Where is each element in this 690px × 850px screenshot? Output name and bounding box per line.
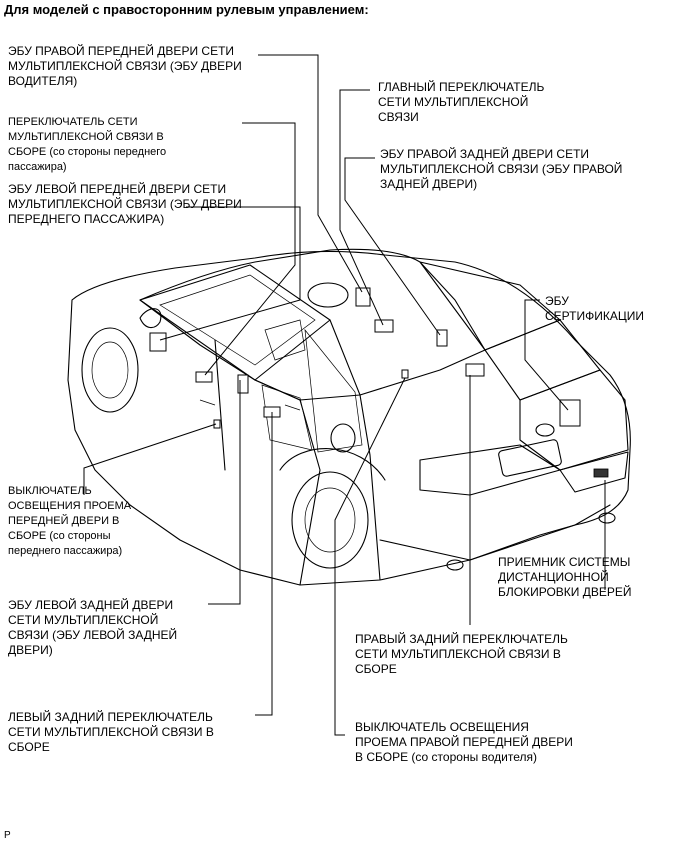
rr-door-ecu-part — [436, 329, 448, 347]
car-illustration — [67, 248, 631, 586]
rr-switch-part — [465, 363, 485, 377]
label-master-switch: ГЛАВНЫЙ ПЕРЕКЛЮЧАТЕЛЬ СЕТИ МУЛЬТИПЛЕКСНО… — [378, 80, 545, 124]
label-cert-ecu: ЭБУ СЕРТИФИКАЦИИ — [545, 294, 644, 323]
page-heading: Для моделей с правосторонним рулевым упр… — [4, 2, 369, 17]
passenger-switch-part — [195, 371, 213, 383]
rf-courtesy-switch-part — [401, 369, 409, 379]
receiver-part — [593, 468, 609, 478]
corner-mark: P — [4, 830, 11, 841]
label-rf-courtesy-switch: ВЫКЛЮЧАТЕЛЬ ОСВЕЩЕНИЯ ПРОЕМА ПРАВОЙ ПЕРЕ… — [355, 720, 573, 764]
label-receiver: ПРИЕМНИК СИСТЕМЫ ДИСТАНЦИОННОЙ БЛОКИРОВК… — [498, 555, 632, 599]
master-switch-part — [374, 319, 394, 333]
label-lr-door-ecu: ЭБУ ЛЕВОЙ ЗАДНЕЙ ДВЕРИ СЕТИ МУЛЬТИПЛЕКСН… — [8, 598, 178, 657]
leader-lines — [83, 54, 606, 736]
label-rr-door-ecu: ЭБУ ПРАВОЙ ЗАДНЕЙ ДВЕРИ СЕТИ МУЛЬТИПЛЕКС… — [380, 147, 623, 191]
component-parts — [149, 287, 609, 478]
label-passenger-switch: ПЕРЕКЛЮЧАТЕЛЬ СЕТИ МУЛЬТИПЛЕКСНОЙ СВЯЗИ … — [8, 116, 167, 173]
label-rr-switch: ПРАВЫЙ ЗАДНИЙ ПЕРЕКЛЮЧАТЕЛЬ СЕТИ МУЛЬТИП… — [355, 632, 568, 676]
lf-door-ecu-part — [149, 332, 167, 352]
lr-door-ecu-part — [237, 374, 249, 394]
lf-courtesy-switch-part — [213, 419, 221, 429]
label-rf-door-ecu: ЭБУ ПРАВОЙ ПЕРЕДНЕЙ ДВЕРИ СЕТИ МУЛЬТИПЛЕ… — [8, 44, 242, 88]
label-lr-switch: ЛЕВЫЙ ЗАДНИЙ ПЕРЕКЛЮЧАТЕЛЬ СЕТИ МУЛЬТИПЛ… — [8, 710, 214, 754]
label-lf-courtesy-switch: ВЫКЛЮЧАТЕЛЬ ОСВЕЩЕНИЯ ПРОЕМА ПЕРЕДНЕЙ ДВ… — [8, 485, 132, 557]
label-lf-door-ecu: ЭБУ ЛЕВОЙ ПЕРЕДНЕЙ ДВЕРИ СЕТИ МУЛЬТИПЛЕК… — [8, 182, 242, 226]
